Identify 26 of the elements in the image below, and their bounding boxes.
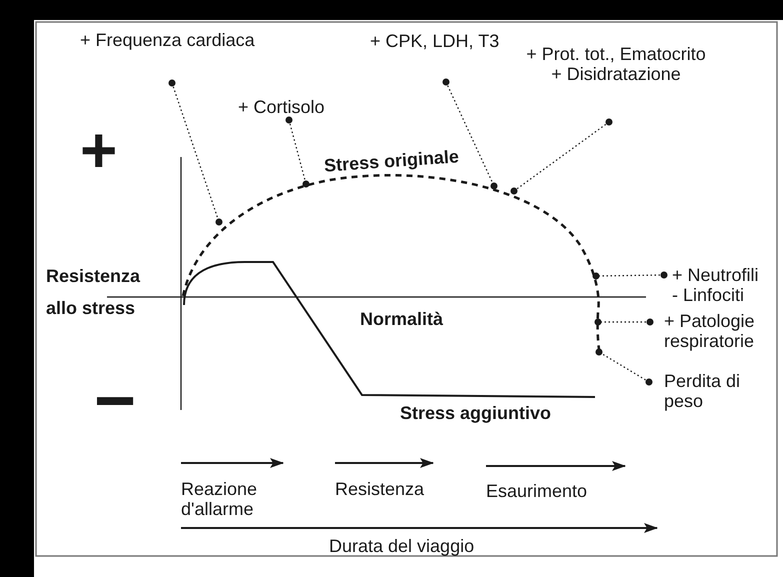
callout-text: + Neutrofili <box>672 265 759 285</box>
callout-text: + Prot. tot., Ematocrito <box>526 44 706 64</box>
phase-label: Resistenza <box>335 479 424 499</box>
minus-sign: − <box>94 365 136 437</box>
leader-line <box>286 116 310 188</box>
axis-label: Durata del viaggio <box>329 536 474 556</box>
curve-label: Stress aggiuntivo <box>400 402 552 425</box>
curve-label: Normalità <box>360 308 444 331</box>
callout-text: + Patologie respiratorie <box>664 311 756 351</box>
callout-text: + Disidratazione <box>551 64 681 84</box>
plus-sign: + <box>80 118 118 182</box>
callout-text: - Linfociti <box>672 285 744 305</box>
callout-text: + Frequenza cardiaca <box>80 30 255 50</box>
callout-text: + CPK, LDH, T3 <box>370 31 500 51</box>
leader-line <box>596 348 652 386</box>
callout-text: Perdita di peso <box>664 371 742 411</box>
axis-label: Resistenza allo stress <box>46 265 142 320</box>
phase-label: Reazione d'allarme <box>181 479 258 519</box>
callout-text: + Cortisolo <box>238 97 325 117</box>
leader-line <box>442 78 498 190</box>
phase-label: Esaurimento <box>486 481 588 501</box>
leader-line <box>592 272 668 280</box>
leader-line <box>168 80 222 226</box>
leader-line <box>594 318 654 326</box>
curve-label: Stress originale <box>323 145 460 178</box>
leader-line <box>510 118 612 194</box>
